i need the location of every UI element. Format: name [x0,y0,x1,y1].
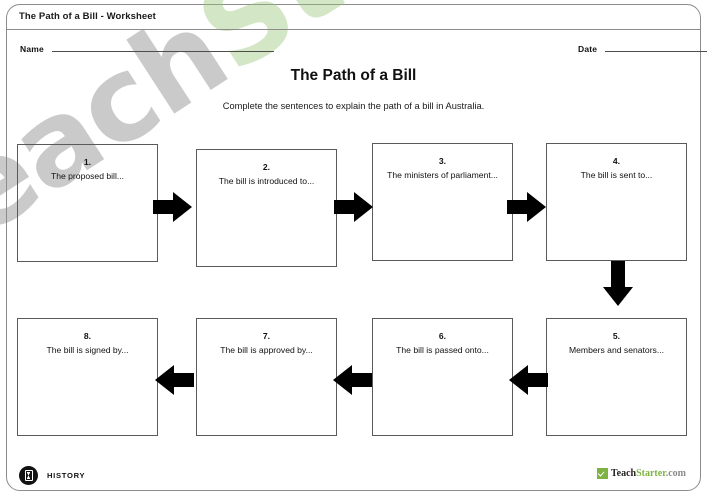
arrow-right-icon [507,190,547,224]
history-icon [19,466,38,485]
arrow-right-icon [334,190,374,224]
flow-box-5-text: 5. Members and senators... [553,330,680,356]
flow-box-1[interactable]: 1. The proposed bill... [17,144,158,262]
subject-label: HISTORY [47,471,86,480]
flow-box-6-number: 6. [438,331,447,341]
flow-box-3-number: 3. [438,156,447,166]
flow-box-8-label: The bill is signed by... [46,344,129,355]
subject-badge: HISTORY [19,466,85,485]
header-bar: The Path of a Bill - Worksheet [7,5,700,29]
page-title: The Path of a Bill [290,67,417,84]
arrow-down-icon [601,261,635,307]
arrow-right-icon [153,190,193,224]
flow-box-1-number: 1. [83,157,92,167]
flow-box-8-number: 8. [83,331,92,341]
flow-box-2[interactable]: 2. The bill is introduced to... [196,149,337,267]
flow-box-3-label: The ministers of parliament... [387,169,498,180]
date-field[interactable]: Date [578,44,707,54]
flow-box-2-number: 2. [262,162,271,172]
arrow-left-icon [508,363,548,397]
flow-box-1-label: The proposed bill... [50,170,125,181]
green-check-icon [596,468,608,479]
flow-box-7-number: 7. [262,331,271,341]
flow-box-6-label: The bill is passed onto... [396,344,489,355]
flow-box-5-number: 5. [612,331,621,341]
name-label: Name [20,44,44,54]
date-writing-line[interactable] [605,51,707,52]
flow-box-4-number: 4. [612,156,621,166]
flow-box-7-text: 7. The bill is approved by... [203,330,330,356]
flow-box-1-text: 1. The proposed bill... [24,156,151,182]
flow-box-5[interactable]: 5. Members and senators... [546,318,687,436]
brand-com: .com [665,468,686,479]
instruction-text: Complete the sentences to explain the pa… [222,101,485,111]
name-writing-line[interactable] [51,51,274,52]
brand-teach: Teach [610,468,637,479]
flow-box-8[interactable]: 8. The bill is signed by... [17,318,158,436]
flow-box-2-label: The bill is introduced to... [218,175,315,186]
flow-box-3[interactable]: 3. The ministers of parliament... [372,143,513,261]
flow-box-4-label: The bill is sent to... [580,169,653,180]
flow-box-5-label: Members and senators... [568,344,665,355]
arrow-left-icon [154,363,194,397]
flow-box-7-label: The bill is approved by... [220,344,313,355]
flow-box-7[interactable]: 7. The bill is approved by... [196,318,337,436]
teachstarter-logo[interactable]: TeachStarter.com [596,468,686,479]
flow-box-6-text: 6. The bill is passed onto... [379,330,506,356]
flow-box-8-text: 8. The bill is signed by... [24,330,151,356]
brand-starter: Starter [636,468,666,479]
flow-box-3-text: 3. The ministers of parliament... [379,155,506,181]
flow-box-4-text: 4. The bill is sent to... [553,155,680,181]
flow-box-2-text: 2. The bill is introduced to... [203,161,330,187]
name-field[interactable]: Name [20,44,274,54]
header-divider [7,29,700,30]
header-title: The Path of a Bill - Worksheet [19,11,156,22]
arrow-left-icon [332,363,372,397]
flow-box-6[interactable]: 6. The bill is passed onto... [372,318,513,436]
date-label: Date [578,44,598,54]
flow-box-4[interactable]: 4. The bill is sent to... [546,143,687,261]
